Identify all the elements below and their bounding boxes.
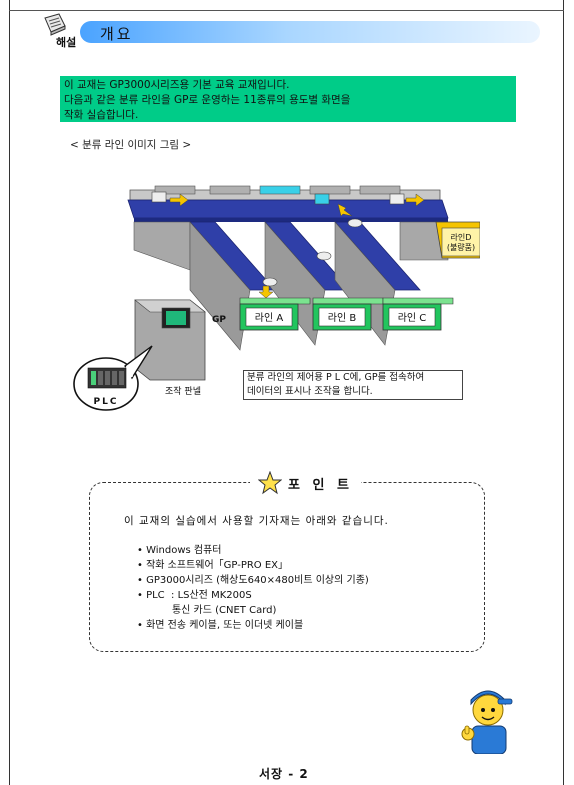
- point-lead: 이 교재의 실습에서 사용할 기자재는 아래와 같습니다.: [124, 515, 389, 527]
- list-item: 통신 카드 (CNET Card): [137, 605, 277, 616]
- line-a-label: 라인 A: [255, 312, 284, 324]
- header-tag: 해설: [56, 36, 77, 49]
- callout-line: 분류 라인의 제어용 P L C에, GP를 접속하여: [247, 372, 425, 383]
- list-item: • 화면 전송 케이블, 또는 이더넷 케이블: [137, 620, 304, 631]
- intro-line: 다음과 같은 분류 라인을 GP로 운영하는 11종류의 용도별 화면을: [64, 94, 351, 106]
- line-d-label: 라인D: [451, 232, 472, 242]
- page-number: 서장 - 2: [259, 767, 309, 781]
- diagram-caption: < 분류 라인 이미지 그림 >: [70, 139, 192, 151]
- line-d-sublabel: (불량품): [447, 242, 475, 252]
- sorting-line-diagram: 라인D (불량품) 라인 A 라인 B 라인 C GP 조작 판넬 PLC: [73, 185, 480, 411]
- header-bar: [80, 21, 540, 43]
- list-item: • GP3000시리즈 (해상도640×480비트 이상의 기종): [137, 575, 369, 586]
- line-b-label: 라인 B: [328, 312, 357, 324]
- top-rule: [9, 10, 564, 11]
- plc-label: PLC: [94, 397, 119, 407]
- mascot-illustration: [461, 690, 513, 754]
- intro-line: 작화 실습합니다.: [64, 109, 139, 121]
- intro-line: 이 교재는 GP3000시리즈용 기본 교육 교재입니다.: [64, 79, 290, 91]
- page-title: 개요: [100, 25, 134, 43]
- list-item: • Windows 컴퓨터: [137, 545, 222, 556]
- diagram-callout: 분류 라인의 제어용 P L C에, GP를 접속하여 데이터의 표시나 조작을…: [243, 370, 463, 400]
- list-item: • 작화 소프트웨어「GP-PRO EX」: [137, 560, 289, 571]
- panel-label: 조작 판넬: [165, 385, 201, 397]
- point-title: 포 인 트: [288, 477, 353, 493]
- equipment-list: • Windows 컴퓨터 • 작화 소프트웨어「GP-PRO EX」 • GP…: [137, 543, 369, 633]
- intro-box: 이 교재는 GP3000시리즈용 기본 교육 교재입니다. 다음과 같은 분류 …: [60, 76, 516, 122]
- line-c-label: 라인 C: [398, 312, 427, 324]
- star-icon: [258, 471, 282, 495]
- book-icon: [44, 13, 66, 36]
- page-frame: [9, 0, 564, 785]
- callout-line: 데이터의 표시나 조작을 합니다.: [247, 386, 373, 397]
- gp-label: GP: [212, 315, 226, 325]
- point-header: 포 인 트: [250, 470, 361, 496]
- list-item: • PLC : LS산전 MK200S: [137, 590, 252, 601]
